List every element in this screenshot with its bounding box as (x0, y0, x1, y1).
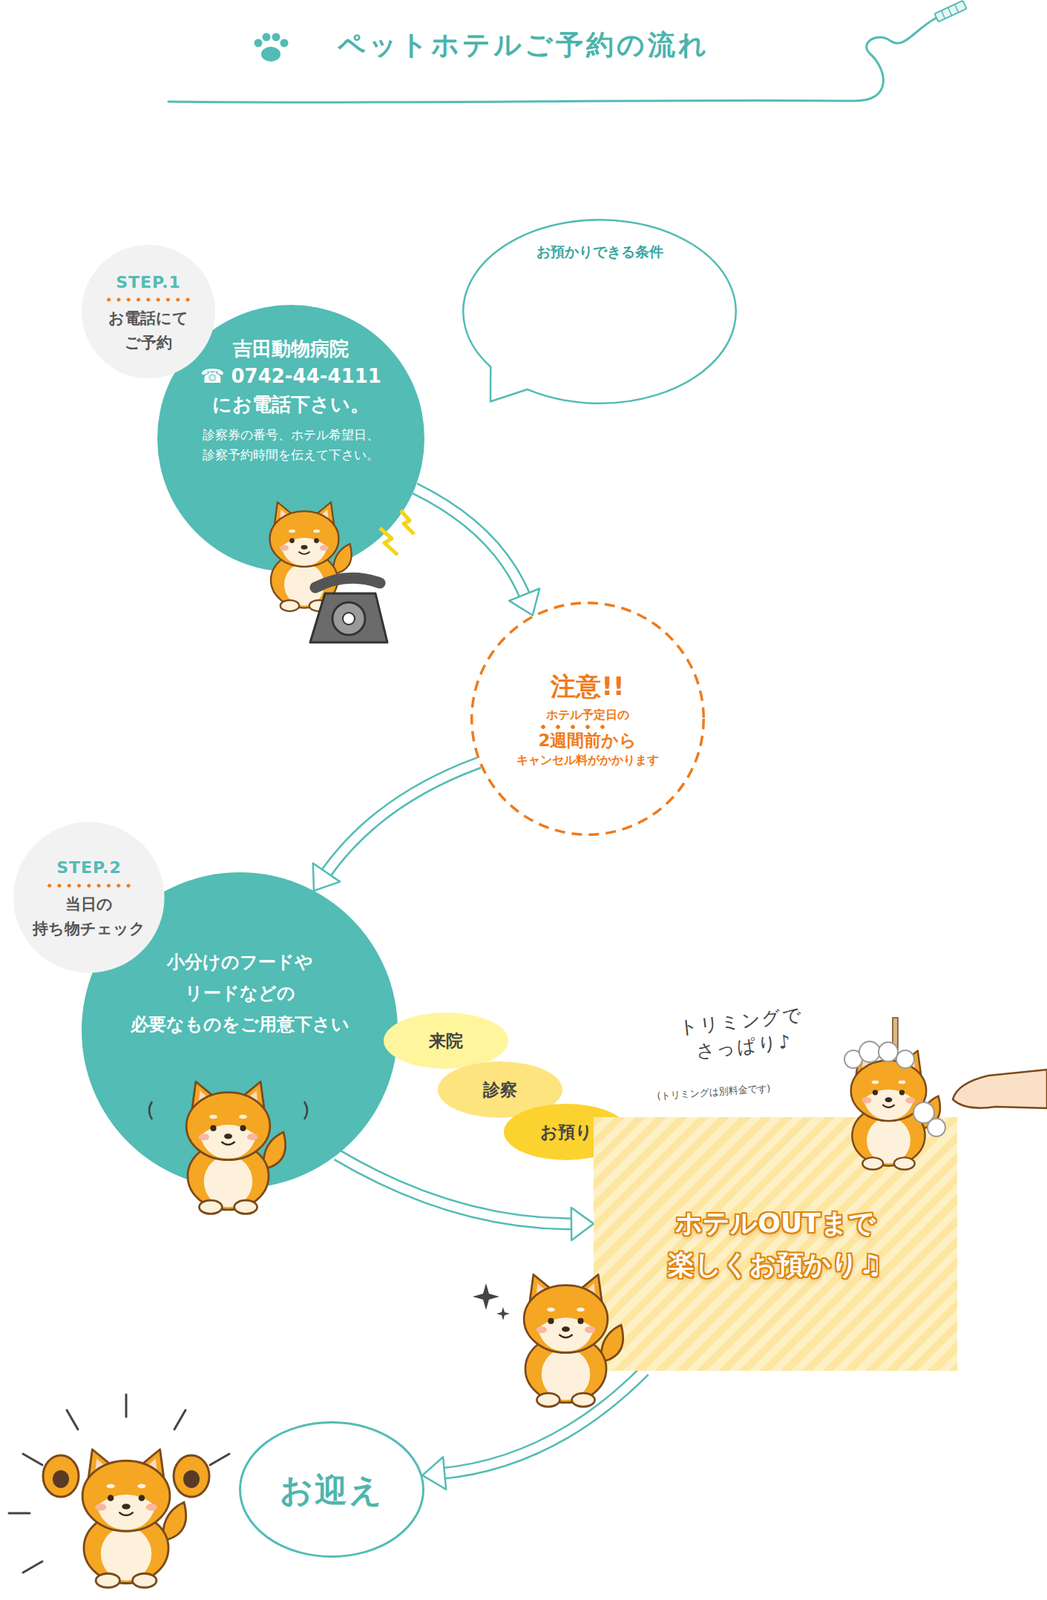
arrow-body (336, 1155, 576, 1225)
node-text: お迎え (279, 1468, 384, 1513)
flow-arrow (336, 1155, 594, 1241)
eating-dog (149, 1081, 308, 1214)
node-text: お預かりできる条件 (536, 242, 664, 262)
node-content: STEP.1 お電話にて ご予約 (83, 271, 214, 356)
arrow-head (313, 863, 340, 892)
step-oval: 来院 (383, 1012, 509, 1070)
jumping-dog (472, 1274, 624, 1407)
dotted-rule (44, 883, 134, 889)
ellipse-shape (13, 822, 165, 974)
paw-icon (254, 33, 289, 63)
arrow-body (324, 762, 480, 877)
bubble-shape (463, 219, 737, 404)
ellipse-shape (81, 244, 216, 379)
node-text: 診察 (483, 1078, 518, 1102)
phone-dog (270, 502, 415, 643)
node-text: STEP.1 (115, 271, 182, 294)
node-text: ホテルOUTまで 楽しくお預かり♫ (641, 1202, 909, 1286)
ellipse-shape (471, 603, 705, 836)
node-content: お預かりできる条件 (503, 242, 697, 262)
node-content: STEP.2 当日の 持ち物チェック (23, 857, 154, 941)
dotted-rule (103, 297, 193, 303)
page-title: ペットホテルご予約の流れ (0, 26, 1047, 64)
node-content: 診察 (448, 1078, 553, 1102)
node-text: 注意!! (550, 670, 625, 705)
node-text: 小分けのフードや リードなどの 必要なものをご用意下さい (128, 946, 351, 1041)
node-subtext: 診察券の番号、ホテル希望日、診察予約時間を伝えて下さい。 (200, 425, 383, 466)
node-subtext: ホテル予定日の (546, 707, 630, 724)
ellipse-shape (383, 1012, 509, 1070)
node-content: ホテルOUTまで 楽しくお預かり♫ (627, 1202, 924, 1286)
node-content: 来院 (394, 1029, 498, 1053)
flow-arrow (313, 762, 480, 892)
node-subtext: 2週間前から (537, 729, 637, 753)
arrow-body (414, 488, 527, 599)
notice-circle: 注意!! ホテル予定日の 2週間前からキャンセル料がかかります (470, 601, 705, 837)
node-content: 吉田動物病院 ☎ 0742-44-4111 にお電話下さい。診察券の番号、ホテル… (183, 335, 399, 466)
node-subtext: お電話にて ご予約 (89, 306, 208, 355)
node-text: お預り (540, 1121, 593, 1145)
arrow-head (422, 1457, 446, 1490)
node-content: お迎え (246, 1468, 418, 1513)
node-text: STEP.2 (56, 857, 122, 880)
arrow-outline (336, 1155, 576, 1225)
step-circle: STEP.2 当日の 持ち物チェック (13, 822, 165, 974)
ellipse-shape (240, 1423, 424, 1558)
flow-arrow (414, 488, 540, 616)
node-subtext: キャンセル料がかかります (516, 753, 659, 769)
speech-bubble: お預かりできる条件 (462, 218, 737, 405)
emphasis-dots (535, 724, 610, 730)
handwritten-note: トリミングで さっぱり♪ (671, 1002, 814, 1067)
pickup-oval: お迎え (238, 1421, 425, 1559)
trimming-dog (844, 1018, 1047, 1171)
node-content: 小分けのフードや リードなどの 必要なものをご用意下さい (124, 946, 355, 1041)
arrow-head (509, 588, 540, 616)
node-text: 来院 (428, 1029, 464, 1053)
arrow-outline (414, 488, 527, 599)
arrow-head (571, 1208, 594, 1241)
pencil-icon (934, 0, 967, 23)
step-circle: STEP.1 お電話にて ご予約 (81, 244, 216, 379)
note-text: (トリミングは別料金です) (656, 1082, 771, 1104)
node-subtext: 当日の 持ち物チェック (29, 892, 149, 941)
node-text: 吉田動物病院 ☎ 0742-44-4111 にお電話下さい。 (189, 335, 394, 420)
node-content: 注意!! ホテル予定日の 2週間前からキャンセル料がかかります (483, 670, 692, 768)
happy-dog (43, 1449, 210, 1588)
arrow-outline (324, 762, 480, 877)
